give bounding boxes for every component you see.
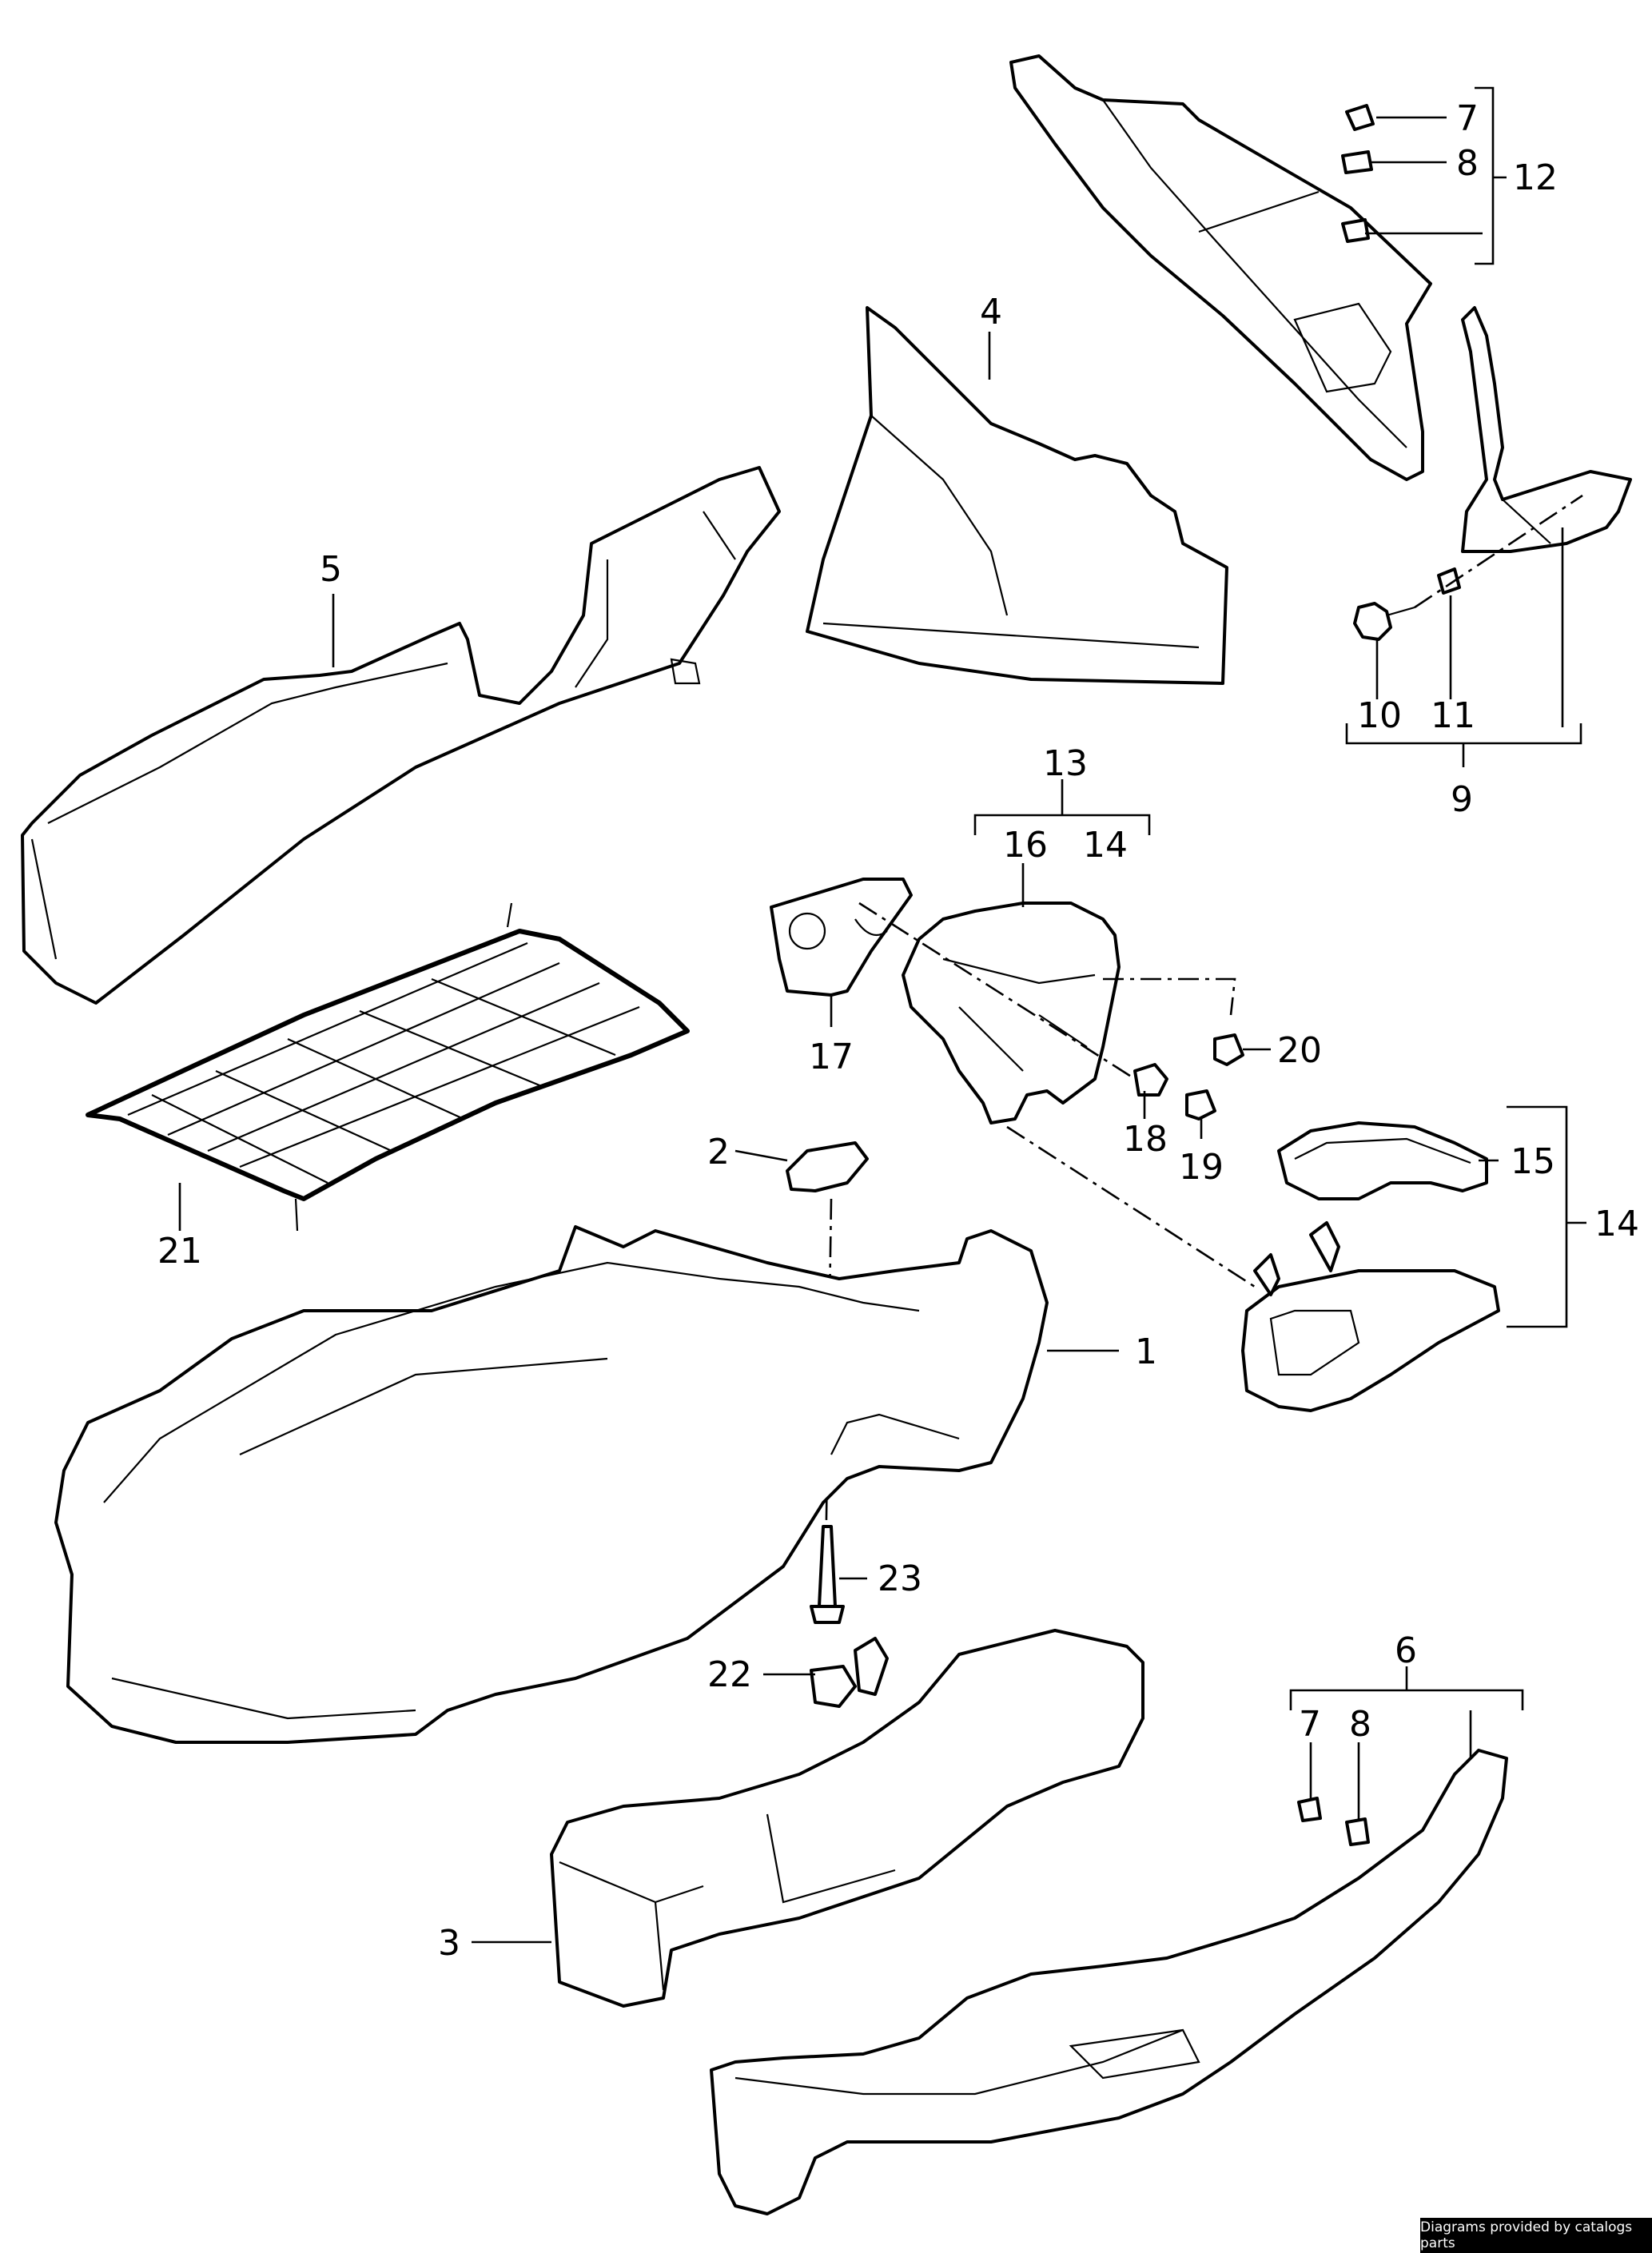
leader-lines [178, 86, 1586, 1944]
callout-13: 13 [1043, 743, 1088, 784]
callout-4: 4 [980, 292, 1002, 332]
callout-8-top: 8 [1456, 143, 1479, 184]
part-14-cover [1241, 1221, 1500, 1412]
part-15-seal [1277, 1121, 1488, 1200]
callout-6: 6 [1395, 1630, 1417, 1671]
part-18-nut [1133, 1063, 1168, 1097]
part-19-plug [1185, 1089, 1216, 1121]
callout-16: 16 [1003, 825, 1048, 866]
part-12-upper-trim [1009, 54, 1432, 481]
callout-14-right: 14 [1594, 1204, 1639, 1244]
callout-21: 21 [157, 1231, 202, 1272]
part-17-plate [770, 878, 913, 997]
part-20-screw [1213, 1033, 1244, 1066]
assembly-line-14 [1006, 1125, 1256, 1288]
callout-7-top: 7 [1456, 98, 1479, 139]
part-1-trunk-liner [54, 1225, 1049, 1744]
clip-8-top [1341, 150, 1373, 174]
callout-2: 2 [707, 1132, 730, 1172]
callout-11: 11 [1431, 695, 1475, 736]
callout-15: 15 [1511, 1141, 1555, 1182]
clip-8-bottom [1345, 1817, 1370, 1846]
callout-10: 10 [1357, 695, 1402, 736]
callout-12: 12 [1513, 157, 1558, 198]
clip-bottom-12 [1341, 218, 1370, 243]
part-9-corner-trim [1461, 306, 1632, 553]
callout-labels: 1 2 3 4 5 6 7 8 12 10 11 9 13 16 14 17 2… [157, 98, 1639, 1964]
clip-7-top [1345, 104, 1375, 131]
callout-17: 17 [809, 1037, 854, 1077]
clip-7-bottom [1297, 1797, 1322, 1822]
part-11-spring [1437, 567, 1461, 595]
callout-3: 3 [438, 1923, 460, 1964]
part-4-trim-panel [806, 306, 1228, 685]
callout-22: 22 [707, 1654, 752, 1695]
part-23-pin [810, 1525, 845, 1624]
callout-9: 9 [1451, 779, 1473, 820]
callout-8-bottom: 8 [1349, 1704, 1371, 1745]
assembly-line-20 [1103, 977, 1236, 1016]
callout-23: 23 [878, 1558, 922, 1599]
assembly-line-17 [858, 902, 1136, 1081]
callout-20: 20 [1277, 1030, 1322, 1071]
assembly-line-9 [1414, 494, 1583, 609]
catalog-credit: Diagrams provided by catalogs parts [1420, 2218, 1652, 2253]
part-3-lower-trim [550, 1629, 1144, 2008]
callout-18: 18 [1123, 1119, 1168, 1160]
callout-1: 1 [1135, 1331, 1157, 1372]
part-21-cargo-net [86, 902, 690, 1232]
part-10-knob [1353, 602, 1415, 641]
callout-7-bottom: 7 [1299, 1704, 1321, 1745]
callout-14-top: 14 [1083, 825, 1128, 866]
part-2-clip [786, 1141, 869, 1192]
part-5-side-trim [21, 466, 781, 1005]
part-6-sill-trim [710, 1749, 1508, 2215]
callout-19: 19 [1179, 1147, 1224, 1188]
part-16-housing [902, 902, 1121, 1125]
part-22-anchor [810, 1637, 889, 1708]
callout-5: 5 [320, 549, 342, 590]
